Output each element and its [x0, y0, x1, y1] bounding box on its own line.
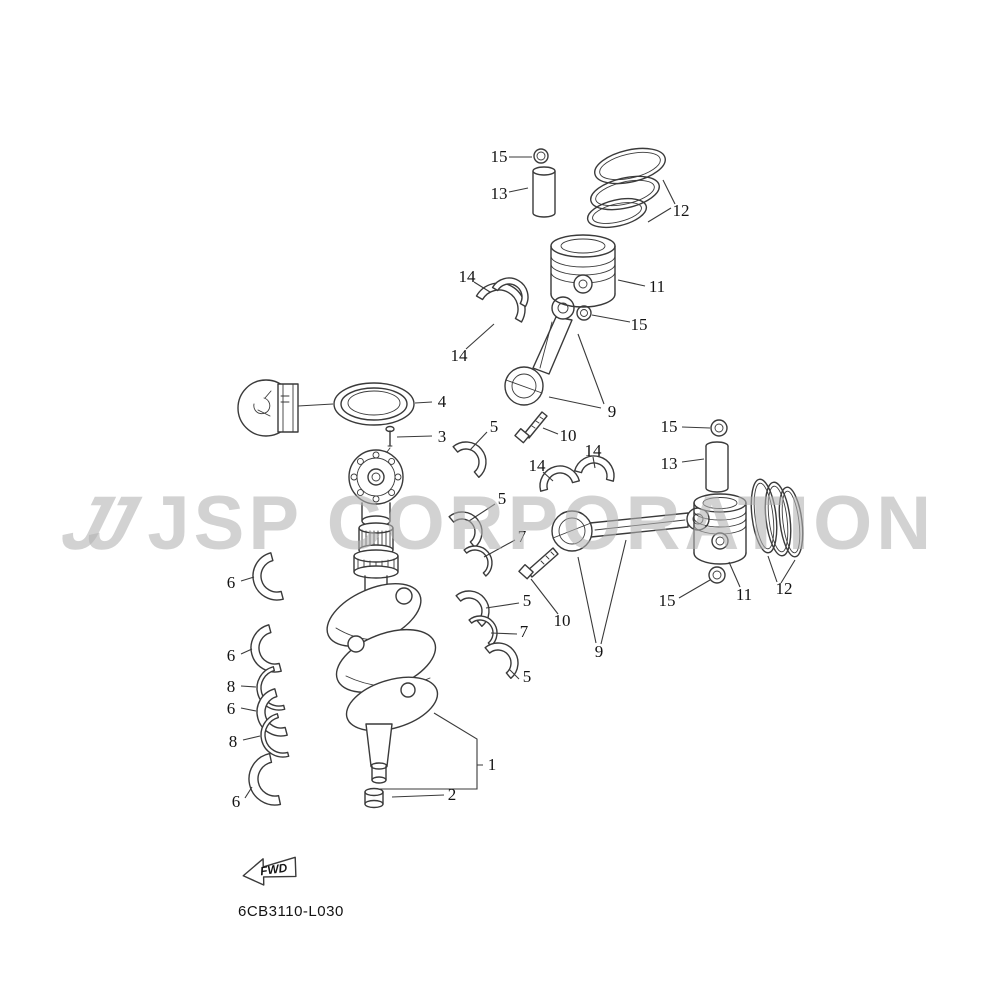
- bushing-part2-drawing: [364, 787, 384, 809]
- rod-bolt-lower-drawing: [518, 547, 559, 580]
- callout-14: 14: [529, 456, 547, 475]
- piston-rings-lower-drawing: [750, 478, 804, 558]
- callout-labels: 15 13 12 11 14 14 15 4 3 9 10 5 5 15 13 …: [227, 147, 793, 811]
- connecting-rod-lower-drawing: [551, 507, 710, 552]
- callout-1: 1: [488, 755, 497, 774]
- callout-15: 15: [659, 591, 676, 610]
- fwd-arrow: FWD: [242, 856, 297, 886]
- callout-10: 10: [554, 611, 571, 630]
- callout-8: 8: [227, 677, 236, 696]
- callout-9: 9: [608, 402, 617, 421]
- callout-7: 7: [520, 622, 529, 641]
- callout-3: 3: [438, 427, 447, 446]
- piston-pin-lower-drawing: [705, 441, 729, 493]
- connecting-rod-upper-drawing: [504, 296, 575, 406]
- callout-6: 6: [227, 646, 236, 665]
- callout-5: 5: [523, 591, 532, 610]
- callout-10: 10: [560, 426, 577, 445]
- callout-15: 15: [491, 147, 508, 166]
- crankshaft-drawing: [326, 449, 439, 784]
- main-bearing-shells-right-drawing: [448, 441, 519, 680]
- piston-pin-upper-drawing: [532, 166, 556, 218]
- pin-circlip-upper-drawing: [533, 148, 549, 164]
- callout-6: 6: [227, 573, 236, 592]
- callout-15: 15: [631, 315, 648, 334]
- piston-rings-upper-drawing: [586, 147, 666, 229]
- fwd-label: FWD: [259, 861, 288, 879]
- callout-11: 11: [649, 277, 665, 296]
- rod-bearing-shells-upper-drawing: [475, 277, 529, 323]
- piston-pin-clip-upper-drawing: [576, 305, 592, 321]
- callout-14: 14: [585, 441, 603, 460]
- pin-washer-upper-right-drawing: [710, 419, 728, 437]
- callout-12: 12: [776, 579, 793, 598]
- piston-lower-drawing: [693, 493, 747, 565]
- seal-ring-part4-drawing: [333, 382, 415, 426]
- callout-5: 5: [498, 489, 507, 508]
- callout-13: 13: [661, 454, 678, 473]
- callout-14: 14: [459, 267, 477, 286]
- callout-5: 5: [490, 417, 499, 436]
- callout-5: 5: [523, 667, 532, 686]
- main-bearing-shells-left-drawing: [248, 552, 290, 806]
- callout-15: 15: [661, 417, 678, 436]
- callout-7: 7: [518, 527, 527, 546]
- leader-lines: [240, 156, 796, 799]
- callout-8: 8: [229, 732, 238, 751]
- inset-detail-drawing: [237, 379, 334, 437]
- piston-upper-drawing: [550, 234, 616, 308]
- callout-4: 4: [438, 392, 447, 411]
- callout-12: 12: [673, 201, 690, 220]
- callout-2: 2: [448, 785, 457, 804]
- rod-bolt-upper-drawing: [514, 411, 548, 444]
- rod-bearing-shells-lower-drawing: [539, 455, 615, 492]
- pin-washer-lower-right-drawing: [708, 566, 726, 584]
- callout-14: 14: [451, 346, 469, 365]
- callout-13: 13: [491, 184, 508, 203]
- callout-6: 6: [232, 792, 241, 811]
- callout-11: 11: [736, 585, 752, 604]
- diagram-code: 6CB3110-L030: [238, 903, 344, 920]
- callout-6: 6: [227, 699, 236, 718]
- callout-9: 9: [595, 642, 604, 661]
